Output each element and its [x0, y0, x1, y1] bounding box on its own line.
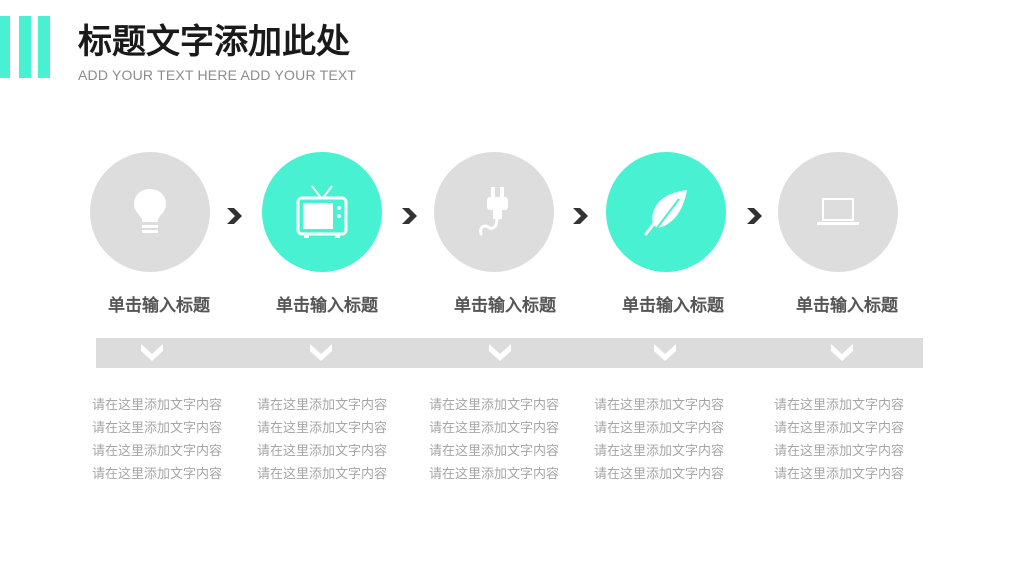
step-description-3: 请在这里添加文字内容 请在这里添加文字内容 请在这里添加文字内容 请在这里添加文… [419, 394, 569, 486]
description-line: 请在这里添加文字内容 [91, 398, 222, 413]
divider-band [96, 338, 923, 368]
step-description-4: 请在这里添加文字内容 请在这里添加文字内容 请在这里添加文字内容 请在这里添加文… [584, 394, 734, 486]
page-subtitle: ADD YOUR TEXT HERE ADD YOUR TEXT [78, 67, 357, 83]
chevron-right-icon [573, 208, 588, 224]
lightbulb-icon [134, 189, 166, 233]
description-line: 请在这里添加文字内容 [773, 398, 904, 413]
step-circle-3[interactable] [434, 152, 554, 272]
page-title: 标题文字添加此处 [78, 22, 350, 62]
step-title-1[interactable]: 单击输入标题 [108, 296, 210, 316]
description-line: 请在这里添加文字内容 [91, 444, 222, 459]
chevron-down-icon [489, 344, 511, 361]
step-title-3[interactable]: 单击输入标题 [454, 296, 556, 316]
description-line: 请在这里添加文字内容 [593, 421, 724, 436]
description-line: 请在这里添加文字内容 [428, 467, 559, 482]
description-line: 请在这里添加文字内容 [428, 444, 559, 459]
description-line: 请在这里添加文字内容 [256, 467, 387, 482]
description-line: 请在这里添加文字内容 [428, 421, 559, 436]
description-line: 请在这里添加文字内容 [256, 421, 387, 436]
chevron-down-icon [654, 344, 676, 361]
step-description-1: 请在这里添加文字内容 请在这里添加文字内容 请在这里添加文字内容 请在这里添加文… [82, 394, 232, 486]
step-title-2[interactable]: 单击输入标题 [276, 296, 378, 316]
step-circle-5[interactable] [778, 152, 898, 272]
leaf-icon [644, 190, 687, 236]
description-line: 请在这里添加文字内容 [773, 421, 904, 436]
accent-bar [38, 16, 50, 78]
description-line: 请在这里添加文字内容 [256, 398, 387, 413]
description-line: 请在这里添加文字内容 [428, 398, 559, 413]
description-line: 请在这里添加文字内容 [91, 421, 222, 436]
chevron-right-icon [402, 208, 417, 224]
description-line: 请在这里添加文字内容 [773, 467, 904, 482]
tv-icon [296, 185, 348, 238]
accent-bar [19, 16, 31, 78]
description-line: 请在这里添加文字内容 [593, 398, 724, 413]
description-line: 请在这里添加文字内容 [593, 467, 724, 482]
description-line: 请在这里添加文字内容 [773, 444, 904, 459]
description-line: 请在这里添加文字内容 [256, 444, 387, 459]
accent-bar [0, 16, 10, 78]
chevron-right-icon [227, 208, 242, 224]
step-description-5: 请在这里添加文字内容 请在这里添加文字内容 请在这里添加文字内容 请在这里添加文… [764, 394, 914, 486]
laptop-icon [817, 198, 859, 225]
step-circle-4[interactable] [606, 152, 726, 272]
description-line: 请在这里添加文字内容 [91, 467, 222, 482]
step-circle-2[interactable] [262, 152, 382, 272]
chevron-down-icon [310, 344, 332, 361]
chevron-down-icon [141, 344, 163, 361]
plug-icon [479, 187, 508, 236]
step-title-4[interactable]: 单击输入标题 [622, 296, 724, 316]
step-description-2: 请在这里添加文字内容 请在这里添加文字内容 请在这里添加文字内容 请在这里添加文… [247, 394, 397, 486]
step-circle-1[interactable] [90, 152, 210, 272]
step-title-5[interactable]: 单击输入标题 [796, 296, 898, 316]
description-line: 请在这里添加文字内容 [593, 444, 724, 459]
chevron-right-icon [747, 208, 762, 224]
chevron-down-icon [831, 344, 853, 361]
